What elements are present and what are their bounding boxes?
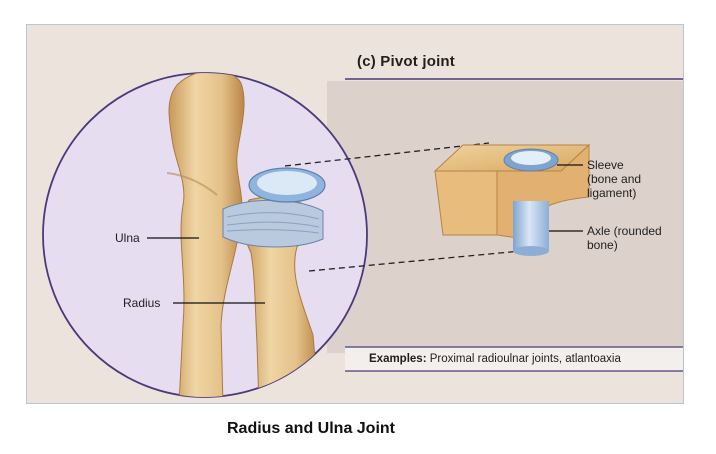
examples-label: Examples: [369, 353, 427, 365]
panel-title: (c) Pivot joint [357, 53, 455, 70]
ulna-bone [168, 73, 245, 397]
examples-text: Proximal radioulnar joints, atlantoaxia [429, 353, 621, 365]
projection-line-top [284, 142, 490, 167]
radial-head-surface [257, 171, 317, 195]
annular-ligament [222, 199, 324, 248]
figure-caption: Radius and Ulna Joint [226, 420, 395, 437]
radius-label: Radius [123, 296, 161, 310]
axle-cylinder [513, 201, 549, 251]
ulna-label: Ulna [115, 231, 140, 245]
projection-line-bottom [308, 250, 522, 272]
figure-artwork [42, 72, 683, 398]
sleeve-label: Sleeve (bone and ligament) [587, 158, 642, 200]
pivot-joint-schematic [433, 143, 591, 256]
examples-band [345, 347, 683, 371]
forearm-bones-illustration [166, 73, 326, 397]
examples-line: Examples: Proximal radioulnar joints, at… [369, 353, 621, 365]
axle-label: Axle (rounded bone) [587, 224, 662, 252]
pivot-joint-figure: (c) Pivot joint Ulna Radius Sleeve (bone… [26, 24, 684, 404]
